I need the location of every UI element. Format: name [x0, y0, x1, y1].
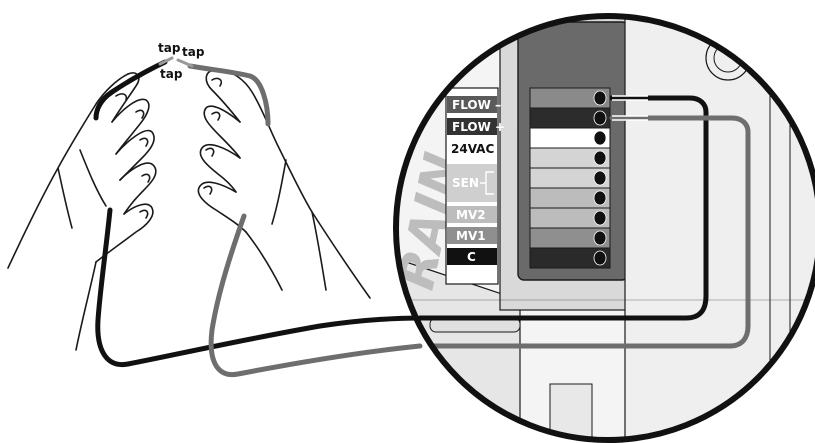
gray-wire — [187, 63, 423, 378]
gray-wire-connection — [417, 115, 751, 349]
label-flow-minus: FLOW – — [452, 98, 501, 112]
label-sen: SEN — [452, 176, 479, 190]
tap-label-2: tap — [182, 45, 205, 59]
right-hand — [197, 69, 371, 299]
screw-terminals — [593, 90, 607, 266]
label-24vac: 24VAC — [451, 142, 494, 156]
label-mv2: MV2 — [456, 208, 486, 222]
sen-bracket — [480, 171, 494, 195]
label-c: C — [467, 250, 476, 264]
terminal-block — [529, 87, 611, 269]
tap-label-3: tap — [160, 67, 183, 81]
terminal-labels: FLOW – FLOW + 24VAC SEN MV2 MV1 C — [447, 96, 505, 265]
black-wire-connection — [417, 95, 709, 321]
magnifier-ring — [393, 13, 815, 443]
left-hand — [7, 72, 157, 351]
label-flow-plus: FLOW + — [452, 120, 505, 134]
tap-label-1: tap — [158, 41, 181, 55]
black-wire — [93, 59, 423, 368]
hands-illustration — [7, 69, 371, 351]
tap-labels: tap tap tap — [158, 41, 205, 81]
label-mv1: MV1 — [456, 229, 486, 243]
gray-wire-tip — [176, 58, 194, 68]
black-wire-tip — [158, 56, 174, 66]
